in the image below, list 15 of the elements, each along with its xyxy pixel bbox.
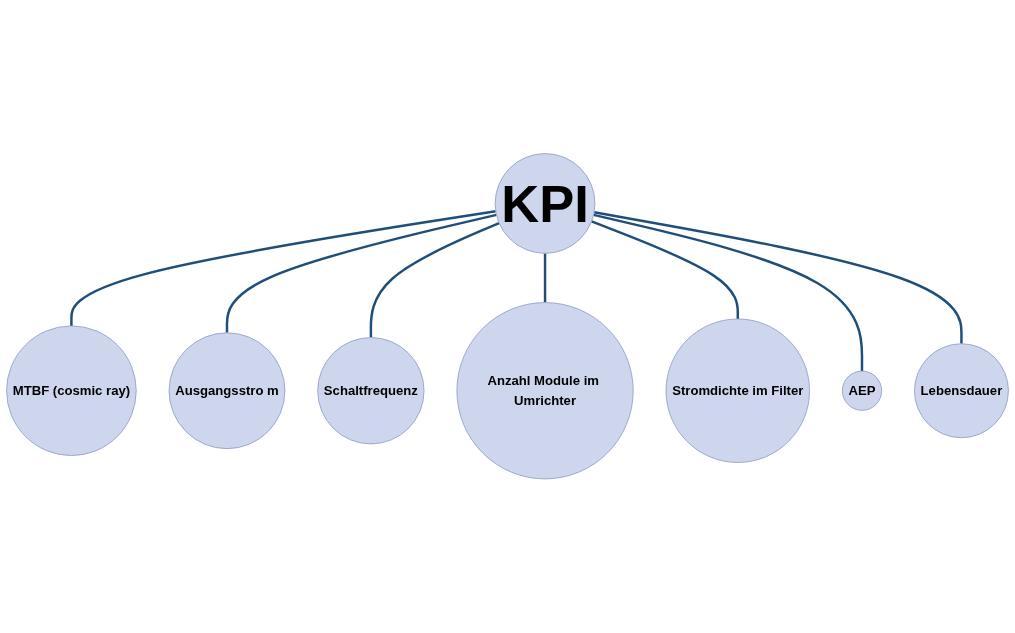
node-circle: Ausgangsstro m (168, 332, 286, 450)
connector (225, 213, 497, 334)
node-circle: AEP (841, 370, 883, 412)
connector (543, 253, 547, 303)
connector (369, 222, 500, 338)
connector (593, 211, 963, 344)
connector (591, 220, 739, 320)
connector (70, 210, 496, 327)
node-circle: Schaltfrequenz (317, 337, 425, 445)
node-circle: Lebensdauer (914, 343, 1009, 439)
node-circle: Stromdichte im Filter (665, 318, 810, 464)
node-circle: MTBF (cosmic ray) (6, 325, 137, 457)
node-circle: Anzahl Module im Umrichter (456, 302, 634, 480)
node-circle: KPI (494, 153, 596, 255)
connector (593, 213, 864, 372)
